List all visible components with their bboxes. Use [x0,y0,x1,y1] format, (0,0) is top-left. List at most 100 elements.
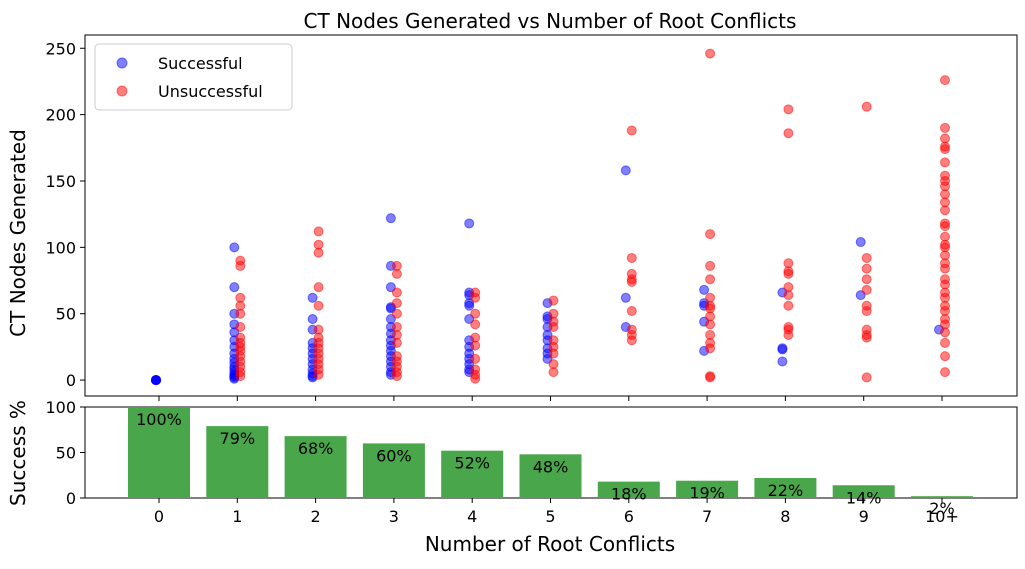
unsuccessful-point [391,268,402,279]
unsuccessful-point [705,274,716,285]
unsuccessful-point [861,101,872,112]
success-bar-label: 52% [454,454,490,473]
unsuccessful-point [783,128,794,139]
unsuccessful-point [548,295,559,306]
unsuccessful-point [470,292,481,303]
unsuccessful-point [626,306,637,317]
successful-point [385,213,396,224]
unsuccessful-point [548,367,559,378]
unsuccessful-point [391,337,402,348]
success-bar [676,480,739,498]
unsuccessful-point [235,260,246,271]
bottom-y-tick-label: 100 [45,398,76,417]
unsuccessful-point [705,319,716,330]
success-bar [441,450,504,498]
unsuccessful-point [705,343,716,354]
chart-title: CT Nodes Generated vs Number of Root Con… [304,9,797,33]
success-bar [284,436,347,498]
unsuccessful-point [783,329,794,340]
unsuccessful-point [940,205,950,216]
legend-label-unsuccessful: Unsuccessful [158,82,263,101]
unsuccessful-point [470,340,481,351]
unsuccessful-point [861,252,872,263]
legend-marker-successful [116,57,128,69]
successful-point [699,284,710,295]
success-bar-label: 60% [376,446,412,465]
unsuccessful-point [470,373,481,384]
unsuccessful-point [235,321,246,332]
unsuccessful-point [470,308,481,319]
unsuccessful-point [940,221,950,232]
successful-point [777,344,788,355]
successful-point [855,237,866,248]
top-y-tick-label: 100 [45,238,76,257]
x-tick-label: 0 [154,507,164,526]
legend-label-successful: Successful [158,54,243,73]
successful-point [777,356,788,367]
unsuccessful-point [470,353,481,364]
unsuccessful-point [705,260,716,271]
x-tick-label: 1 [232,507,242,526]
unsuccessful-point [626,252,637,263]
unsuccessful-point [548,321,559,332]
unsuccessful-point [861,274,872,285]
unsuccessful-point [940,337,950,348]
unsuccessful-point [940,263,950,274]
unsuccessful-point [705,48,716,59]
unsuccessful-point [940,367,950,378]
unsuccessful-point [313,300,324,311]
success-bar [362,443,425,498]
x-tick-label: 8 [780,507,790,526]
x-tick-label: 10+ [925,507,959,526]
successful-point [307,292,318,303]
top-y-axis-label: CT Nodes Generated [6,129,30,337]
unsuccessful-point [861,372,872,383]
unsuccessful-point [705,372,716,383]
bottom-y-tick-label: 50 [56,444,76,463]
legend-marker-unsuccessful [116,85,128,97]
unsuccessful-point [940,351,950,362]
bottom-y-tick-label: 0 [66,489,76,508]
success-bar [754,477,817,498]
unsuccessful-point [940,327,950,338]
bottom-y-axis-label: Success % [6,400,30,506]
x-tick-label: 6 [624,507,634,526]
x-tick-label: 7 [702,507,712,526]
unsuccessful-point [861,284,872,295]
x-tick-label: 9 [859,507,869,526]
unsuccessful-point [940,157,950,168]
legend-box [94,43,293,111]
success-bar-label: 79% [220,429,256,448]
successful-point [620,165,631,176]
successful-point [620,292,631,303]
unsuccessful-point [940,122,950,133]
unsuccessful-point [391,308,402,319]
unsuccessful-point [626,125,637,136]
success-bar [519,454,582,498]
success-bar-label: 48% [533,457,569,476]
unsuccessful-point [391,298,402,309]
unsuccessful-point [705,229,716,240]
unsuccessful-point [783,268,794,279]
unsuccessful-point [783,104,794,115]
top-y-tick-label: 250 [45,39,76,58]
x-axis-label: Number of Root Conflicts [425,532,675,556]
unsuccessful-point [783,300,794,311]
success-bar-label: 68% [298,439,334,458]
success-bar [206,426,269,498]
top-y-tick-label: 150 [45,172,76,191]
x-tick-label: 5 [545,507,555,526]
unsuccessful-point [861,332,872,343]
success-bar-label: 18% [611,485,647,504]
successful-point [229,242,240,253]
unsuccessful-point [861,306,872,317]
successful-point [151,375,161,386]
success-bar-label: 19% [689,484,725,503]
successful-point [464,300,475,311]
unsuccessful-point [548,348,559,359]
x-tick-label: 2 [311,507,321,526]
unsuccessful-point [861,263,872,274]
